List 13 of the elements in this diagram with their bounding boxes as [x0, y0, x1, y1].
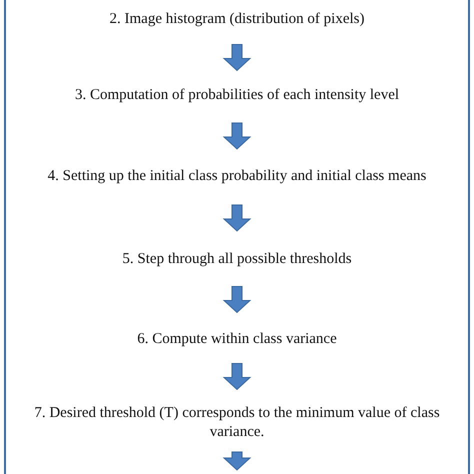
- step-text: 6. Compute within class variance: [137, 330, 337, 349]
- block-arrow: [222, 204, 252, 232]
- step-text: 2. Image histogram (distribution of pixels): [110, 10, 364, 29]
- block-arrow: [222, 363, 252, 390]
- step-text: 4. Setting up the initial class probability and initial class means: [48, 167, 426, 186]
- block-arrow: [222, 122, 252, 150]
- step-text: 3. Computation of probabilities of each intensity level: [74, 86, 400, 105]
- block-arrow: [222, 286, 252, 314]
- block-arrow: [222, 44, 252, 72]
- block-arrow: [222, 452, 252, 471]
- frame-border: [4, 0, 470, 474]
- step-text: 7. Desired threshold (T) corresponds to the minimum value of class variance.: [33, 404, 441, 442]
- step-text: 5. Step through all possible thresholds: [122, 250, 352, 269]
